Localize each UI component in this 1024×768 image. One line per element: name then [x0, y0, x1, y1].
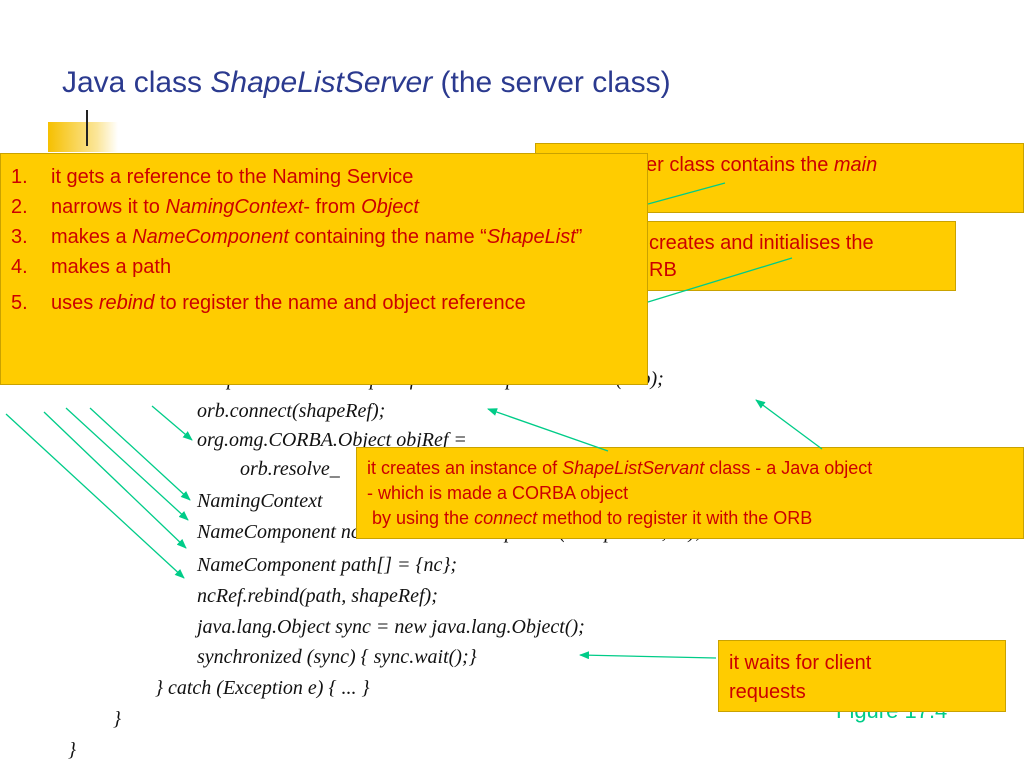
step-3-number: 3. [11, 226, 28, 248]
callout-servant-line-3: by using the connect method to register … [367, 506, 1023, 531]
step-3-segment-1: makes a [51, 226, 133, 248]
code-line-13: } [68, 739, 76, 761]
callout-main-italic: main [833, 154, 878, 176]
step-1-segment-1: it gets a reference to the Naming Servic… [51, 166, 414, 188]
callout-main-text: er class contains the [646, 154, 834, 176]
step-1-number: 1. [11, 166, 28, 188]
code-line-2: orb.connect(shapeRef); [197, 400, 386, 422]
callout-servant-line-1-prefix: it creates an instance of [367, 458, 563, 478]
arrow-servant-connect [487, 408, 609, 452]
code-line-4: orb.resolve_ [240, 458, 340, 480]
step-2-segment-2: NamingContext [165, 196, 304, 218]
steps-list: 1. it gets a reference to the Naming Serv… [1, 162, 647, 318]
title-italic: ShapeListServer [210, 66, 433, 99]
step-5-number: 5. [11, 292, 28, 314]
step-1-text: it gets a reference to the Naming Servic… [51, 162, 413, 192]
step-5-segment-2: rebind [98, 292, 155, 314]
callout-servant: it creates an instance of ShapeListServa… [356, 447, 1024, 539]
step-4-text: makes a path [51, 252, 171, 282]
step-3-segment-2: NameComponent [132, 226, 289, 248]
step-3-segment-5: ” [575, 226, 583, 248]
step-5-segment-3: to register the name and object referenc… [154, 292, 526, 314]
step-4: 4. makes a path [1, 252, 647, 282]
callout-servant-line-3-suffix: method to register it with the ORB [537, 508, 813, 528]
step-5-text: uses rebind to register the name and obj… [51, 288, 526, 318]
arrow-step-5 [151, 405, 193, 441]
arrow-step-4 [89, 407, 191, 501]
title-accent-bar [48, 122, 118, 152]
step-3-segment-3: containing the name “ [288, 226, 487, 248]
callout-wait-line-2: requests [729, 681, 806, 703]
callout-servant-line-1: it creates an instance of ShapeListServa… [367, 456, 1023, 481]
steps-box: 1. it gets a reference to the Naming Serv… [0, 153, 648, 385]
callout-wait-line-1: it waits for client [729, 652, 872, 674]
title-suffix: (the server class) [432, 66, 671, 99]
code-line-12: } [113, 708, 121, 730]
step-2-segment-4: Object [361, 196, 419, 218]
arrow-wait [579, 651, 717, 660]
slide-title: Java class ShapeListServer (the server c… [62, 66, 671, 100]
callout-orb-line-1: creates and initialises the [649, 232, 874, 254]
step-5: 5. uses rebind to register the name and o… [1, 288, 647, 318]
step-2-segment-3: - from [303, 196, 362, 218]
step-4-number: 4. [11, 256, 28, 278]
step-3: 3. makes a NameComponent containing the n… [1, 222, 647, 252]
step-2-segment-1: narrows it to [51, 196, 166, 218]
arrow-step-3 [65, 407, 189, 521]
code-line-5: NamingContext [197, 490, 323, 512]
callout-servant-line-2: - which is made a CORBA object [367, 483, 629, 503]
callout-servant-line-1-italic: ShapeListServant [562, 458, 705, 478]
callout-servant-line-3-italic: connect [474, 508, 538, 528]
step-3-text: makes a NameComponent containing the nam… [51, 222, 582, 252]
step-2-number: 2. [11, 196, 28, 218]
code-line-9: java.lang.Object sync = new java.lang.Ob… [197, 616, 585, 638]
code-line-8: ncRef.rebind(path, shapeRef); [197, 585, 438, 607]
callout-orb-line-2: RB [649, 259, 677, 281]
callout-wait: it waits for client requests [718, 640, 1006, 712]
arrow-main-method [647, 182, 726, 205]
callout-servant-line-1-suffix: class - a Java object [704, 458, 873, 478]
text-cursor [86, 110, 88, 146]
step-2: 2. narrows it to NamingContext- from Obje… [1, 192, 647, 222]
step-2-text: narrows it to NamingContext- from Object [51, 192, 419, 222]
step-5-segment-1: uses [51, 292, 99, 314]
code-line-7: NameComponent path[] = {nc}; [197, 554, 458, 576]
step-1: 1. it gets a reference to the Naming Serv… [1, 162, 647, 192]
arrow-orb-init [647, 257, 793, 303]
code-line-3: org.omg.CORBA.Object objRef = [197, 429, 467, 451]
arrow-servant-create [755, 399, 823, 450]
code-line-10: synchronized (sync) { sync.wait();} [197, 646, 477, 668]
arrow-step-1 [5, 413, 185, 579]
callout-servant-line-3-prefix: by using the [367, 508, 475, 528]
arrow-step-2 [43, 411, 187, 549]
title-prefix: Java class [62, 66, 211, 99]
step-3-segment-4: ShapeList [486, 226, 576, 248]
step-4-segment-1: makes a path [51, 256, 172, 278]
code-line-11: } catch (Exception e) { ... } [155, 677, 370, 699]
callout-orb: creates and initialises the RB [600, 221, 956, 291]
